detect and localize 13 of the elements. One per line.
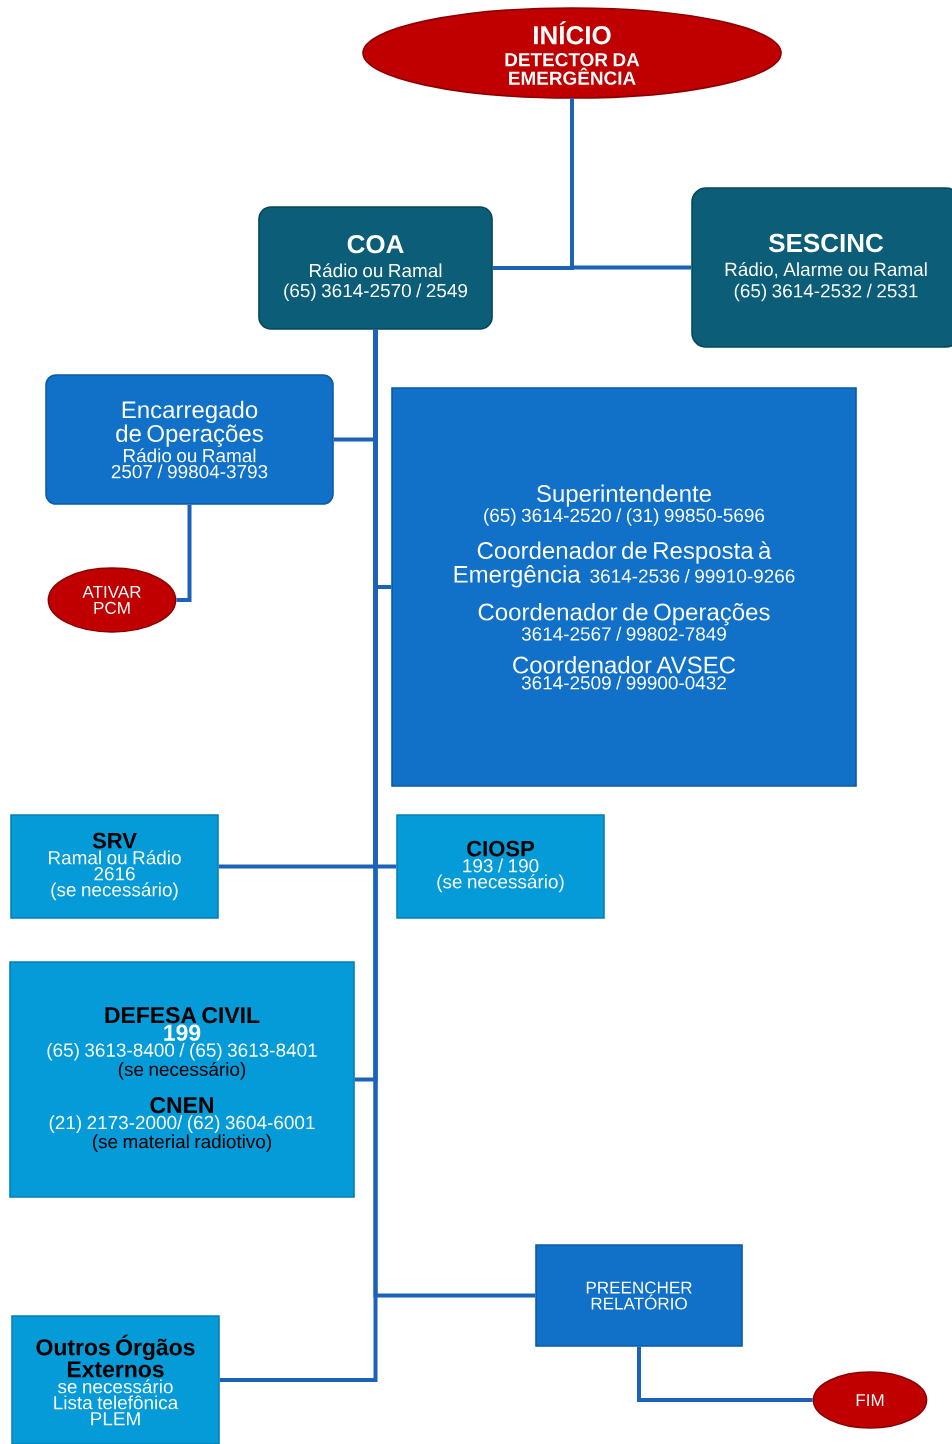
contact-box: Superintendente (65) 3614-2520 / (31) 99850-5696 Coordenador de Resposta à Emergência 3614-2536 / 99910-9266 Coordenador de Operações 3614-2567 / 99802-7849 Coordenador AVSEC 3614-2509 / 99900-0432 [391,387,857,787]
connector-line [176,504,192,602]
contact-box: CIOSP 193 / 190 (se necessário) [396,814,605,919]
process-box: PREENCHER RELATÓRIO [535,1244,743,1347]
contact-box: SRV Ramal ou Rádio 2616 (se necessário) [10,814,219,919]
process-box: SESCINC Rádio, Alarme ou Ramal (65) 3614-2532 / 2531 [691,187,952,348]
contact-box: DEFESA CIVIL 199 (65) 3613-8400 / (65) 3613-8401 (se necessário) CNEN (21) 2173-2000/ (62) 3604-6001 (se material radiotivo) [9,961,355,1198]
contact-box: Outros Órgãos Externos se necessário Lista telefônica PLEM [11,1315,220,1444]
connector-line [219,329,378,1382]
connector-line [570,98,692,270]
process-box: Encarregado de Operações Rádio ou Ramal 2507 / 99804-3793 [45,374,334,505]
connector-line [637,1346,813,1402]
process-box: COA Rádio ou Ramal (65) 3614-2570 / 2549 [258,206,493,330]
